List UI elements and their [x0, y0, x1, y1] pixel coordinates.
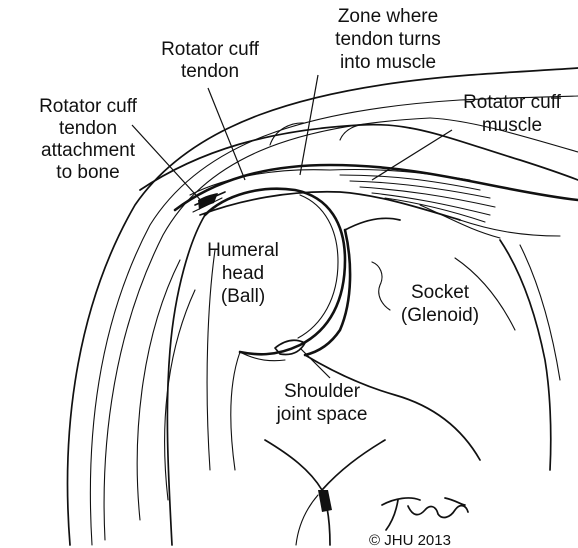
artist-signature — [382, 498, 468, 530]
label-line: tendon — [181, 61, 239, 82]
label-socket: Socket (Glenoid) — [401, 282, 479, 326]
label-line: Rotator cuff — [39, 96, 138, 117]
label-line: to bone — [56, 162, 119, 183]
label-line: Rotator cuff — [463, 92, 562, 113]
leader-lines — [132, 75, 452, 378]
label-line: Rotator cuff — [161, 39, 260, 60]
label-line: Humeral — [207, 240, 279, 261]
copyright-text: © JHU 2013 — [369, 532, 451, 548]
label-joint-space: Shoulder joint space — [276, 381, 368, 425]
leader-tendon — [208, 88, 245, 180]
label-zone-tendon-muscle: Zone where tendon turns into muscle — [335, 6, 441, 73]
lower-structures — [265, 440, 385, 545]
label-line: attachment — [41, 140, 136, 161]
label-line: (Glenoid) — [401, 305, 479, 326]
label-line: muscle — [482, 115, 542, 136]
rotator-cuff-bundle — [175, 165, 578, 238]
label-line: joint space — [276, 404, 368, 425]
label-line: tendon — [59, 118, 117, 139]
label-line: Shoulder — [284, 381, 361, 402]
label-line: (Ball) — [221, 286, 265, 307]
label-line: Socket — [411, 282, 470, 303]
leader-zone — [300, 75, 318, 175]
glenoid-socket — [240, 218, 560, 470]
label-humeral-head: Humeral head (Ball) — [207, 240, 279, 307]
label-line: into muscle — [340, 52, 436, 73]
label-tendon-attachment: Rotator cuff tendon attachment to bone — [39, 96, 138, 183]
label-line: tendon turns — [335, 29, 441, 50]
label-line: head — [222, 263, 264, 284]
label-rotator-cuff-tendon: Rotator cuff tendon — [161, 39, 260, 82]
label-line: Zone where — [338, 6, 438, 27]
label-rotator-cuff-muscle: Rotator cuff muscle — [463, 92, 562, 136]
